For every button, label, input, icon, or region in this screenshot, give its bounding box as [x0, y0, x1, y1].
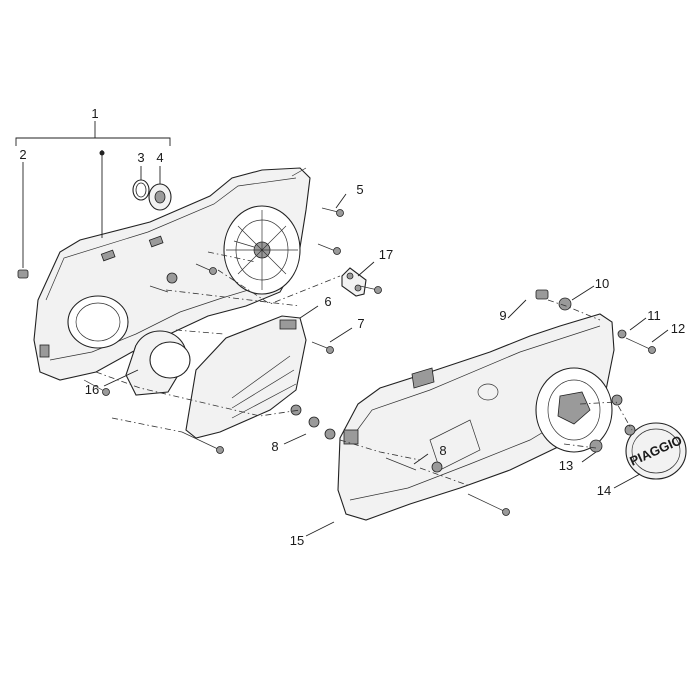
callout-1: 1: [91, 106, 98, 121]
callout-17: 17: [379, 247, 393, 262]
callout-10: 10: [595, 276, 609, 291]
filter-element: [125, 330, 191, 396]
callout-13: 13: [559, 458, 573, 473]
leader-lines: [15, 121, 669, 537]
snap-ring: [132, 179, 150, 201]
callout-8-left: 8: [271, 439, 278, 454]
callout-8-right: 8: [439, 443, 446, 458]
callout-12: 12: [671, 321, 685, 336]
logo-badge: PIAGGIO: [625, 422, 687, 480]
callout-4: 4: [156, 150, 163, 165]
callout-6: 6: [324, 294, 331, 309]
bracket: [341, 267, 367, 297]
callout-5: 5: [356, 182, 363, 197]
callout-15: 15: [290, 533, 304, 548]
screws: [83, 167, 656, 516]
callout-7: 7: [357, 316, 364, 331]
intermediate-cover: [185, 315, 307, 439]
callout-2: 2: [19, 147, 26, 162]
callout-3: 3: [137, 150, 144, 165]
small-hardware: [17, 269, 636, 473]
callout-16: 16: [85, 382, 99, 397]
outer-transmission-cover: [337, 313, 615, 521]
callout-11: 11: [647, 308, 661, 323]
bearing: [148, 183, 172, 211]
callout-14: 14: [597, 483, 611, 498]
callout-9: 9: [499, 308, 506, 323]
assembly-lines: [95, 251, 633, 487]
callout-labels: 1 2 3 4 5 6 7 8 8 9 10 11 12 13 14 15 16…: [19, 106, 685, 548]
